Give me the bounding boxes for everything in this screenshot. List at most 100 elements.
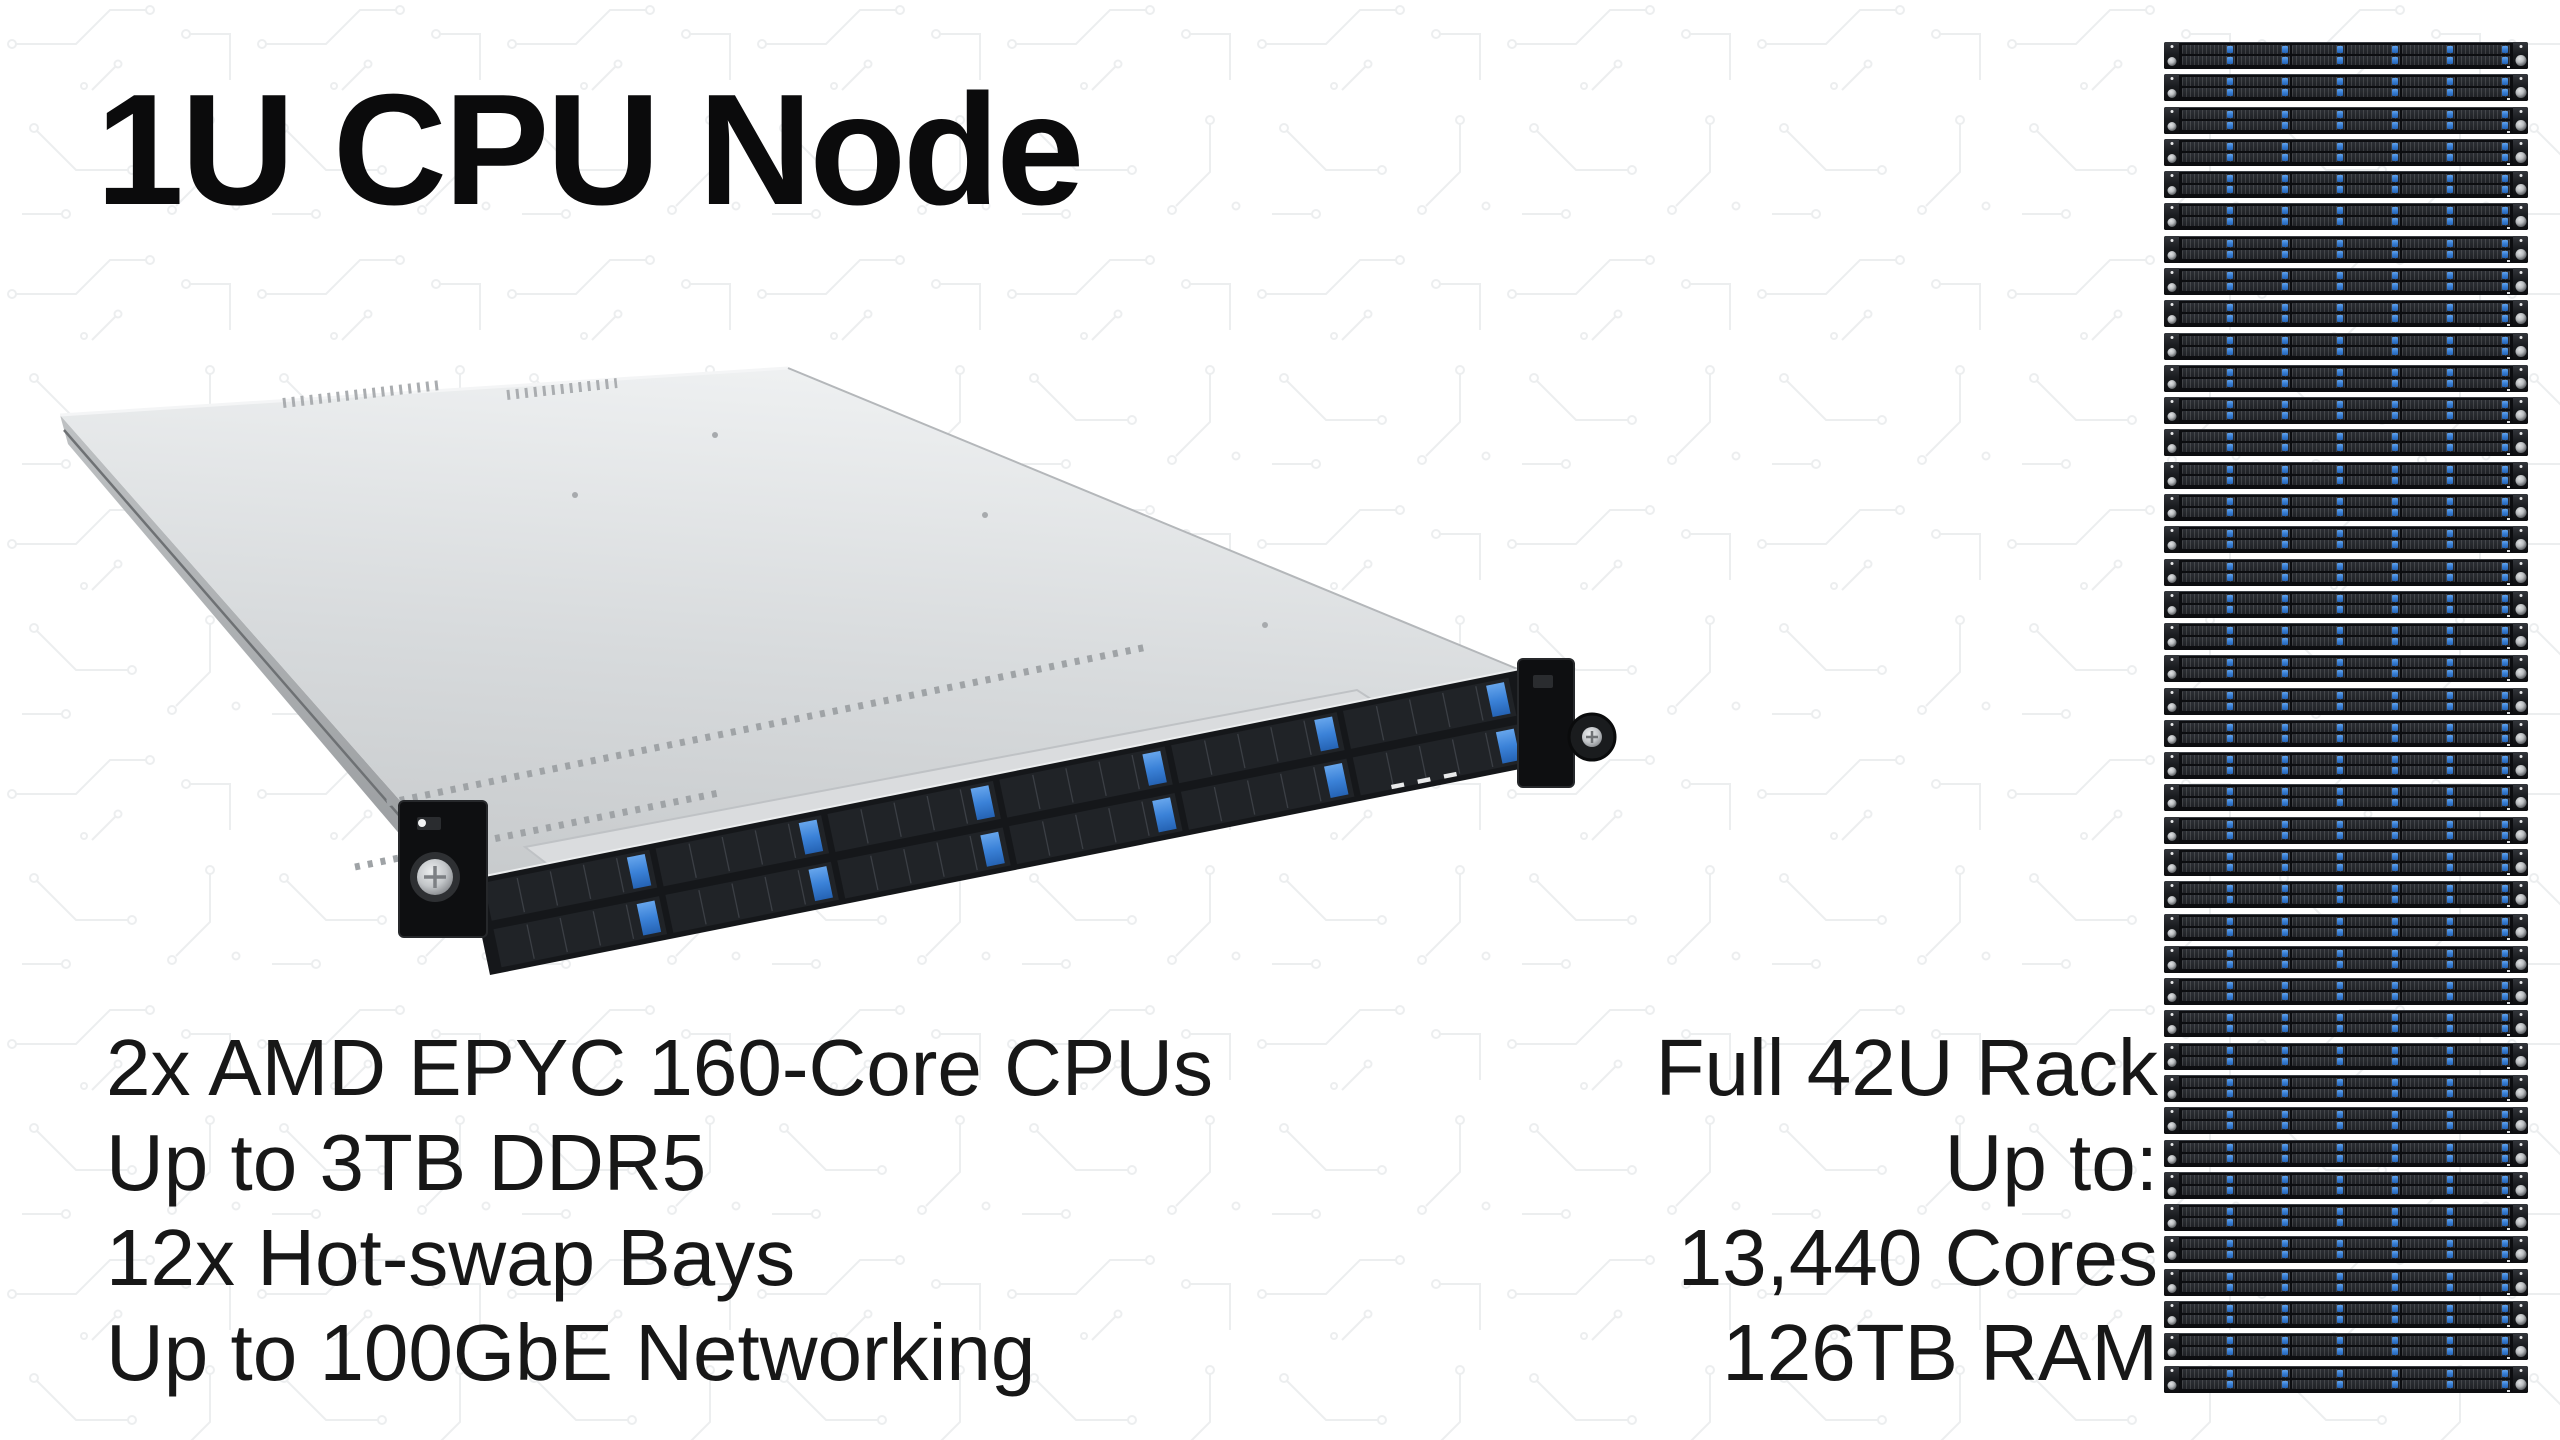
rack-unit-bays bbox=[2179, 1042, 2513, 1070]
drive-tab bbox=[2447, 562, 2453, 570]
rack-unit-bays bbox=[2179, 590, 2513, 618]
rack-unit-left-ear bbox=[2164, 849, 2179, 877]
rack-bay-column bbox=[2182, 1271, 2235, 1292]
thumbscrew-icon bbox=[2167, 412, 2176, 422]
thumbscrew-icon bbox=[2167, 734, 2176, 744]
status-led bbox=[2507, 1002, 2510, 1005]
rack-unit-bays bbox=[2179, 1075, 2513, 1102]
bay-mesh-line bbox=[937, 843, 944, 877]
rack-bay-column bbox=[2402, 238, 2455, 259]
thumbscrew-icon bbox=[2515, 474, 2526, 486]
rack-drive-bay bbox=[2347, 1336, 2400, 1346]
drive-tab bbox=[2227, 670, 2233, 678]
power-led bbox=[2519, 593, 2522, 597]
drive-tab bbox=[2502, 1186, 2508, 1194]
rack-drive-bay bbox=[2457, 1185, 2510, 1195]
drive-tab bbox=[2337, 820, 2343, 828]
power-led bbox=[2170, 1368, 2173, 1372]
drive-tab bbox=[2392, 853, 2398, 861]
rack-unit-right-ear bbox=[2513, 945, 2528, 973]
rack-drive-bay bbox=[2457, 378, 2510, 388]
rack-unit-left-ear bbox=[2164, 978, 2179, 1006]
rack-bay-column bbox=[2402, 45, 2455, 65]
power-led bbox=[2170, 238, 2173, 242]
drive-tab bbox=[2337, 993, 2343, 1001]
rack-bay-column bbox=[2347, 722, 2400, 743]
rack-unit-right-ear bbox=[2513, 719, 2528, 747]
rack-bay-column bbox=[2347, 303, 2400, 324]
drive-tab bbox=[2337, 444, 2343, 452]
rack-drive-bay bbox=[2402, 561, 2455, 571]
drive-tab bbox=[2502, 1240, 2508, 1248]
rack-drive-bay bbox=[2347, 1368, 2400, 1378]
rack-drive-bay bbox=[2402, 281, 2455, 291]
rack-drive-bay bbox=[2457, 604, 2510, 614]
drive-tab bbox=[2227, 1304, 2233, 1312]
drive-tab bbox=[2502, 508, 2508, 516]
power-led bbox=[2170, 884, 2173, 888]
bay-mesh-line bbox=[1043, 821, 1050, 855]
rack-drive-bay bbox=[2402, 658, 2455, 668]
drive-tab bbox=[2282, 57, 2288, 64]
drive-tab bbox=[2502, 1348, 2508, 1356]
rack-bay-column bbox=[2292, 1110, 2345, 1131]
thumbscrew-icon bbox=[2167, 1186, 2176, 1196]
drive-tab bbox=[2227, 864, 2233, 872]
drive-tab bbox=[2502, 1090, 2508, 1097]
rack-bay-column bbox=[2237, 916, 2290, 937]
bay-mesh-line bbox=[960, 789, 967, 823]
rack-drive-bay bbox=[2292, 1045, 2345, 1055]
rack-drive-bay bbox=[2292, 701, 2345, 711]
rack-drive-bay bbox=[2457, 948, 2510, 958]
spec-line: 126TB RAM bbox=[1722, 1308, 2158, 1397]
rack-bay-column bbox=[2182, 948, 2235, 969]
thumbscrew-icon bbox=[2167, 1122, 2176, 1132]
power-led bbox=[2170, 464, 2173, 468]
rack-drive-bay bbox=[2182, 658, 2235, 668]
power-led bbox=[2170, 819, 2173, 823]
thumbscrew-icon bbox=[2515, 1088, 2526, 1099]
rack-drive-bay bbox=[2347, 561, 2400, 571]
rack-drive-bay bbox=[2292, 690, 2345, 700]
rack-unit-right-ear bbox=[2513, 849, 2528, 877]
drive-tab bbox=[2282, 508, 2288, 516]
rack-drive-bay bbox=[2402, 884, 2455, 894]
drive-tab bbox=[2282, 465, 2288, 473]
rack-drive-bay bbox=[2292, 1110, 2345, 1120]
drive-tab bbox=[2282, 723, 2288, 731]
status-led bbox=[2507, 905, 2510, 908]
drive-tab bbox=[2392, 142, 2398, 150]
drive-tab bbox=[2337, 282, 2343, 290]
rack-drive-bay bbox=[2347, 270, 2400, 280]
drive-tab bbox=[2227, 315, 2233, 323]
rack-drive-bay bbox=[2457, 1174, 2510, 1184]
power-led bbox=[2170, 1239, 2173, 1243]
drive-tab bbox=[2227, 175, 2233, 183]
rack-bay-column bbox=[2182, 1078, 2235, 1098]
rack-drive-bay bbox=[2457, 217, 2510, 227]
drive-tab bbox=[2282, 1251, 2288, 1259]
rack-unit bbox=[2164, 171, 2528, 199]
rack-drive-bay bbox=[2402, 378, 2455, 388]
rack-drive-bay bbox=[2237, 249, 2290, 259]
rack-drive-bay bbox=[2237, 152, 2290, 162]
rack-drive-bay bbox=[2292, 378, 2345, 388]
rack-unit-bays bbox=[2179, 203, 2513, 231]
power-led bbox=[418, 819, 426, 827]
drive-tab bbox=[2282, 1272, 2288, 1280]
rack-drive-bay bbox=[2347, 916, 2400, 926]
rack-unit-right-ear bbox=[2513, 1365, 2528, 1393]
rack-bay-column bbox=[2182, 109, 2235, 130]
drive-tab bbox=[2502, 885, 2508, 893]
drive-tab bbox=[2392, 799, 2398, 807]
thumbscrew-icon bbox=[2515, 603, 2526, 615]
drive-tab bbox=[2447, 1090, 2453, 1097]
rack-drive-bay bbox=[2292, 1271, 2345, 1281]
drive-tab bbox=[2392, 1154, 2398, 1162]
rack-drive-bay bbox=[2457, 1379, 2510, 1389]
thumbscrew-icon bbox=[2167, 282, 2176, 292]
thumbscrew-icon bbox=[2515, 1346, 2526, 1358]
rack-bay-column bbox=[2402, 948, 2455, 969]
rack-bay-column bbox=[2402, 1207, 2455, 1228]
rack-drive-bay bbox=[2292, 959, 2345, 969]
